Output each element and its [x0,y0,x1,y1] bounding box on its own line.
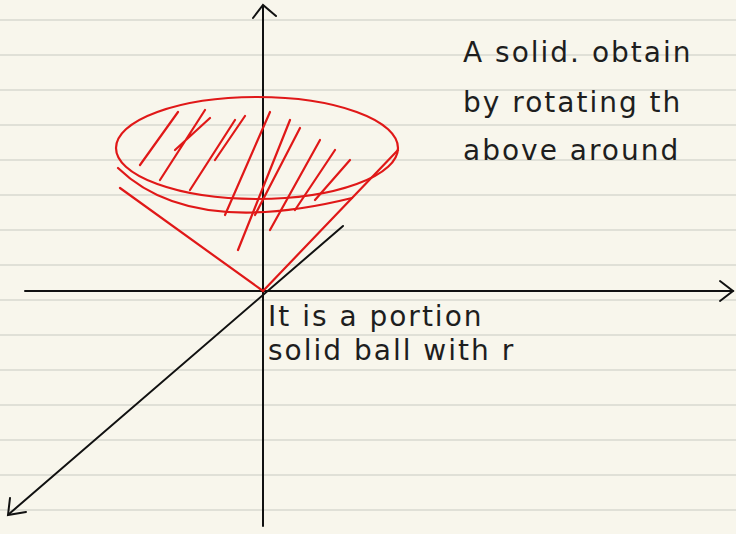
handwritten-note: above around [463,136,680,167]
cone-solid [116,97,398,291]
handwritten-note: solid ball with r [268,336,515,367]
handwritten-note: It is a portion [268,302,484,333]
ruled-lines [0,20,736,510]
handwritten-note: A solid. obtain [463,38,692,69]
handwritten-note: by rotating th [463,88,682,119]
coordinate-axes [8,5,733,526]
